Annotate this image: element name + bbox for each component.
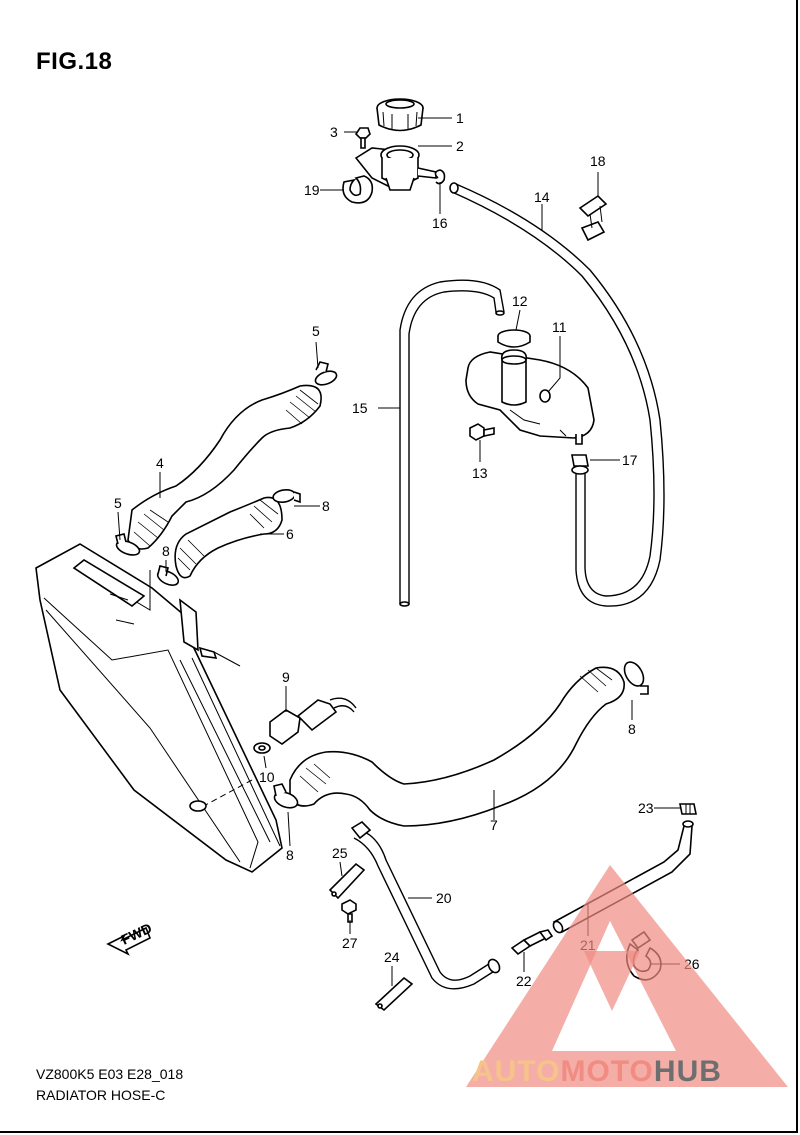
upper-hose-6: [174, 496, 283, 579]
hose-clamps-lower: [273, 661, 649, 809]
callout-19: 19: [304, 182, 320, 198]
callout-4: 4: [156, 455, 164, 471]
callout-24: 24: [384, 949, 400, 965]
forward-direction-icon: FWD: [106, 920, 154, 956]
hose-20: [350, 820, 501, 990]
reservoir-tank: [465, 349, 595, 445]
diagram-caption: RADIATOR HOSE-C: [36, 1087, 166, 1103]
reservoir-bolt-13: [469, 423, 495, 441]
washer-10: [253, 742, 271, 754]
hose-clamps-5-8: [115, 361, 338, 586]
hose-clamp-19: [342, 175, 374, 204]
callout-12: 12: [512, 293, 528, 309]
callout-27: 27: [342, 935, 358, 951]
watermark-hub: HUB: [653, 1055, 722, 1088]
upper-hose-4: [127, 384, 322, 550]
lower-hose-7: [289, 666, 625, 827]
radiator-cap: [376, 98, 424, 132]
callout-2: 2: [456, 138, 464, 154]
clip-24: [374, 976, 414, 1012]
clip-25: [328, 862, 366, 900]
breather-hose-15: [399, 279, 505, 607]
callout-16: 16: [432, 215, 448, 231]
callout-3: 3: [330, 124, 338, 140]
watermark-moto: MOTO: [560, 1055, 654, 1088]
callout-11: 11: [552, 319, 567, 335]
callout-25: 25: [332, 845, 348, 861]
clip-16: [434, 169, 446, 185]
callout-8-upper: 8: [322, 498, 330, 514]
callout-10: 10: [259, 769, 275, 785]
bolt-27: [341, 899, 357, 923]
callout-7: 7: [490, 817, 498, 833]
reservoir-cap-12: [497, 329, 531, 348]
watermark-logo: [466, 865, 788, 1087]
filler-neck: [354, 145, 437, 191]
callout-8-lower: 8: [286, 847, 294, 863]
joint-22: [510, 929, 554, 956]
cap-bolt: [354, 127, 371, 149]
callout-20: 20: [436, 890, 452, 906]
callout-15: 15: [352, 400, 368, 416]
callout-8-right: 8: [628, 721, 636, 737]
callout-5-upper: 5: [312, 323, 320, 339]
diagram-code: VZ800K5 E03 E28_018: [36, 1066, 184, 1082]
watermark-auto: AUTO: [472, 1055, 561, 1088]
clamp-17: [571, 454, 589, 475]
callout-5-lower: 5: [114, 495, 122, 511]
callout-17: 17: [622, 452, 638, 468]
radiator: [35, 543, 283, 873]
callout-22: 22: [516, 973, 532, 989]
thermo-switch-9: [269, 697, 357, 745]
callout-9: 9: [282, 669, 290, 685]
figure-title: FIG.18: [36, 48, 113, 75]
watermark-text: AUTOMOTOHUB: [472, 1055, 722, 1089]
overflow-hose-14: [449, 182, 665, 607]
callout-14: 14: [534, 189, 550, 205]
callout-numbers: 1 2 3 19 16 18 14 12 11 15 13 17 5 4 5 8…: [114, 110, 700, 989]
clamp-18: [578, 194, 608, 242]
clip-23: [679, 803, 697, 815]
callout-18: 18: [590, 153, 606, 169]
callout-6: 6: [286, 526, 294, 542]
callout-13: 13: [472, 465, 488, 481]
callout-8-radiator: 8: [162, 543, 170, 559]
callout-23: 23: [638, 800, 654, 816]
callout-1: 1: [456, 110, 464, 126]
